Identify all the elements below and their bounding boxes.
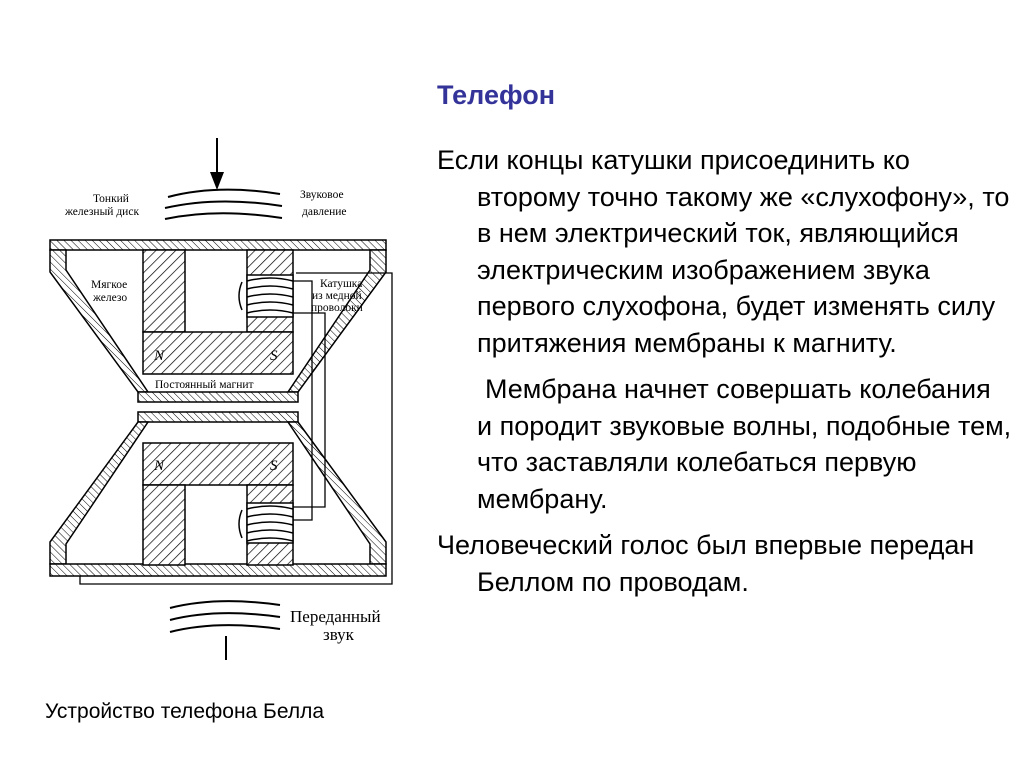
lower-pole-n: N	[153, 458, 165, 474]
sound-pressure-label-2: давление	[302, 206, 347, 218]
upper-coil	[238, 274, 294, 318]
paragraph-1: Если концы катушки присоединить ко второ…	[437, 145, 1010, 358]
sound-pressure-label-1: Звуковое	[300, 189, 344, 201]
body-text: Если концы катушки присоединить ко второ…	[437, 142, 1012, 610]
soft-iron-label-2: железо	[92, 292, 127, 304]
sound-pressure-arrow	[210, 138, 224, 190]
thin-disk-label-2: железный диск	[64, 206, 139, 218]
transmitted-sound-label-1: Переданный	[290, 607, 381, 626]
upper-pole-n: N	[153, 348, 165, 364]
sound-waves-bottom	[169, 600, 281, 633]
thin-disk-label-1: Тонкий	[93, 193, 129, 205]
lower-coil	[238, 502, 294, 544]
paragraph-3: Человеческий голос был впервые передан Б…	[437, 530, 975, 597]
lower-pole-s: S	[270, 458, 278, 474]
connecting-wires	[79, 272, 393, 585]
paragraph-2: Мембрана начнет совершать колебания и по…	[477, 374, 1012, 514]
lower-waist-band	[137, 411, 299, 423]
diagram-caption: Устройство телефона Белла	[45, 700, 325, 723]
transmitted-sound-arrow	[225, 636, 227, 660]
upper-disk	[49, 239, 387, 251]
soft-iron-label-1: Мягкое	[91, 279, 127, 291]
upper-waist-band	[137, 391, 299, 403]
permanent-magnet-label: Постоянный магнит	[155, 379, 254, 391]
transmitted-sound-label-2: звук	[323, 625, 355, 644]
coil-label-3: проволоки	[311, 302, 363, 314]
slide-title: Телефон	[437, 80, 556, 110]
sound-waves-top	[164, 188, 283, 220]
bell-telephone-diagram: Тонкий железный диск Звуковое давление N…	[49, 138, 393, 660]
lower-disk	[49, 563, 387, 577]
upper-pole-s: S	[270, 348, 278, 364]
coil-label-1: Катушка	[320, 278, 362, 290]
coil-label-2: из медной	[312, 290, 362, 302]
